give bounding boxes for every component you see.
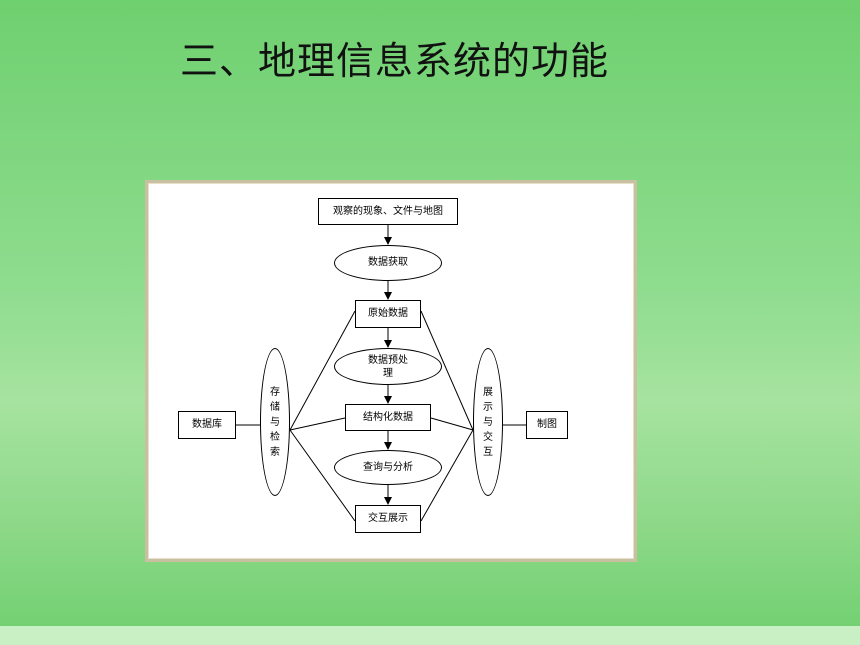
diagram-frame: 观察的现象、文件与地图 数据获取 原始数据 数据预处 理 结构化数据 查询与分析… bbox=[145, 180, 637, 562]
node-storage-retrieval: 存 储 与 检 索 bbox=[260, 348, 290, 496]
node-interactive-display: 交互展示 bbox=[355, 505, 421, 533]
preprocess-line-1: 数据预处 bbox=[368, 354, 408, 366]
storage-char-5: 索 bbox=[270, 446, 280, 458]
node-cartography: 制图 bbox=[526, 411, 568, 439]
storage-char-2: 储 bbox=[270, 401, 280, 413]
node-observation: 观察的现象、文件与地图 bbox=[318, 198, 458, 225]
display-char-4: 交 bbox=[483, 431, 493, 443]
display-char-5: 互 bbox=[483, 446, 493, 458]
preprocess-line-2: 理 bbox=[383, 367, 393, 379]
node-structured-data: 结构化数据 bbox=[345, 404, 431, 431]
line-storage-to-structured bbox=[289, 417, 346, 431]
line-raw-to-display-interaction bbox=[420, 310, 474, 431]
bottom-band bbox=[0, 626, 860, 645]
node-query-analysis: 查询与分析 bbox=[334, 450, 442, 485]
display-char-3: 与 bbox=[483, 416, 493, 428]
line-display-to-display-interaction bbox=[420, 429, 474, 522]
diagram-connectors bbox=[236, 225, 526, 522]
line-structured-to-display-interaction bbox=[430, 417, 474, 431]
node-database: 数据库 bbox=[178, 411, 236, 439]
slide-title: 三、地理信息系统的功能 bbox=[180, 39, 610, 83]
storage-char-4: 检 bbox=[270, 431, 280, 443]
node-data-preprocessing: 数据预处 理 bbox=[334, 348, 442, 385]
node-raw-data: 原始数据 bbox=[355, 300, 421, 328]
display-char-1: 展 bbox=[483, 386, 493, 398]
storage-char-3: 与 bbox=[270, 416, 280, 428]
display-char-2: 示 bbox=[483, 401, 493, 413]
line-storage-to-display bbox=[289, 429, 356, 522]
storage-char-1: 存 bbox=[270, 386, 280, 398]
node-display-interaction: 展 示 与 交 互 bbox=[473, 348, 503, 496]
line-storage-to-raw bbox=[289, 310, 356, 431]
node-data-acquisition: 数据获取 bbox=[334, 245, 442, 281]
